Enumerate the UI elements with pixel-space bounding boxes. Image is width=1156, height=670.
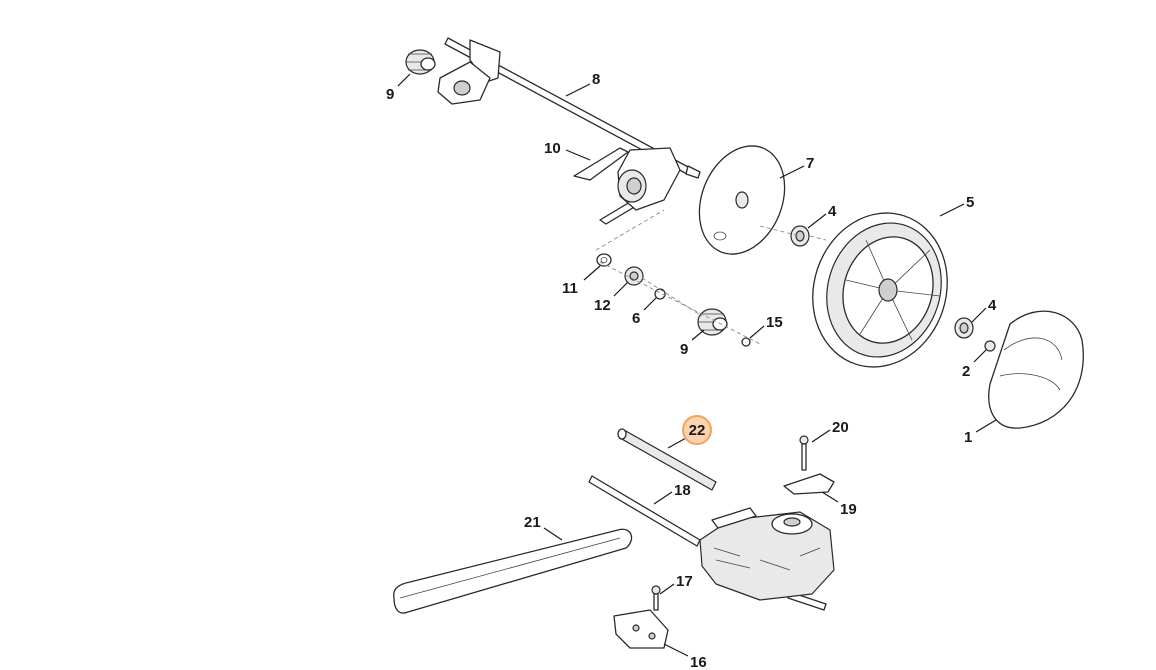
callout-15[interactable]: 15 (749, 314, 783, 339)
callout-21[interactable]: 21 (524, 514, 563, 541)
svg-text:4: 4 (828, 203, 837, 220)
callout-16[interactable]: 16 (663, 643, 707, 670)
callout-17[interactable]: 17 (659, 573, 693, 595)
nut-part-2[interactable] (984, 340, 996, 352)
screw-part-17[interactable] (651, 585, 661, 611)
plate-part-19[interactable] (783, 473, 835, 495)
wheel-part-5[interactable] (793, 195, 967, 384)
bracket-part-16[interactable] (613, 609, 669, 649)
svg-text:4: 4 (988, 297, 997, 314)
svg-text:19: 19 (840, 501, 857, 518)
svg-text:12: 12 (594, 297, 611, 314)
callout-7[interactable]: 7 (779, 155, 814, 179)
callout-10[interactable]: 10 (544, 140, 591, 161)
svg-text:17: 17 (676, 573, 693, 590)
alignment-lines (595, 209, 827, 345)
callout-20[interactable]: 20 (811, 419, 849, 443)
callout-11[interactable]: 11 (562, 265, 601, 297)
gearbox[interactable] (699, 507, 835, 601)
callout-12[interactable]: 12 (594, 281, 629, 314)
callout-6[interactable]: 6 (632, 297, 657, 327)
svg-text:15: 15 (766, 314, 783, 331)
svg-text:20: 20 (832, 419, 849, 436)
svg-text:16: 16 (690, 654, 707, 670)
callout-2[interactable]: 2 (962, 349, 987, 380)
svg-text:18: 18 (674, 482, 691, 499)
callout-9-lower[interactable]: 9 (680, 329, 705, 358)
bearing-part-12[interactable] (624, 266, 644, 286)
pivot-bracket[interactable] (617, 147, 681, 211)
svg-text:1: 1 (964, 429, 972, 446)
screw-part-20[interactable] (799, 435, 809, 471)
callout-1[interactable]: 1 (964, 419, 997, 446)
callout-4-upper[interactable]: 4 (807, 203, 837, 229)
bearing-part-4-upper[interactable] (790, 225, 810, 247)
clip-part-15[interactable] (741, 337, 751, 347)
svg-text:2: 2 (962, 363, 970, 380)
callout-8[interactable]: 8 (565, 71, 600, 97)
washer-part-11[interactable] (596, 253, 612, 267)
svg-text:21: 21 (524, 514, 541, 531)
svg-text:6: 6 (632, 310, 640, 327)
svg-text:9: 9 (680, 341, 688, 358)
svg-text:5: 5 (966, 194, 974, 211)
callout-9-top[interactable]: 9 (386, 73, 411, 103)
bracket-top[interactable] (437, 61, 491, 105)
svg-text:10: 10 (544, 140, 561, 157)
callout-22[interactable]: 22 (667, 415, 712, 449)
gear-part-9-top[interactable] (405, 49, 436, 75)
belt-part-21[interactable] (393, 528, 633, 614)
tube-part-22[interactable] (617, 428, 717, 491)
callout-18[interactable]: 18 (653, 482, 691, 505)
cover-part-1[interactable] (988, 310, 1084, 429)
svg-text:22: 22 (689, 422, 706, 439)
hubcap-part-7[interactable] (684, 133, 800, 267)
callout-5[interactable]: 5 (939, 194, 974, 217)
axle-part-8[interactable] (444, 37, 701, 179)
bearing-part-4-lower[interactable] (954, 317, 974, 339)
svg-text:11: 11 (562, 280, 578, 297)
svg-text:7: 7 (806, 155, 814, 172)
callout-22-highlight (682, 415, 712, 445)
svg-text:8: 8 (592, 71, 600, 88)
svg-text:9: 9 (386, 86, 394, 103)
callout-4-lower[interactable]: 4 (971, 297, 997, 323)
callout-19[interactable]: 19 (821, 491, 857, 518)
